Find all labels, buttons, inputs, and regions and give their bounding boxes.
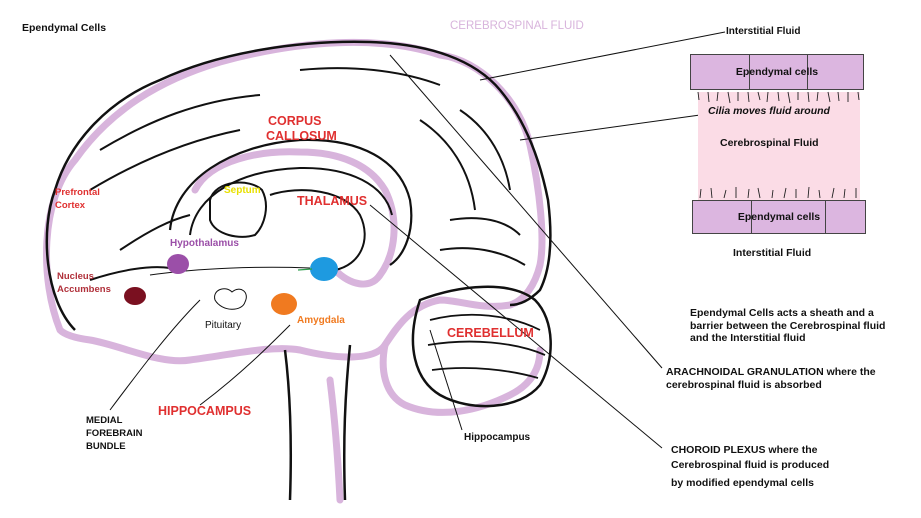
hypothalamus-label: Hypothalamus [170, 238, 239, 249]
mfb-line3: BUNDLE [86, 441, 126, 452]
amygdala-dot [271, 293, 297, 315]
ependymal-box-top: Ependymal cells [690, 54, 864, 90]
nucleus-accumbens-dot [124, 287, 146, 305]
leader-interstitial [479, 31, 726, 81]
cerebellum-outline [411, 285, 552, 408]
hypothalamus-dot [167, 254, 189, 274]
note-sheath: Ependymal Cells acts a sheath and a barr… [690, 307, 886, 345]
thalamus-blue-dot [310, 257, 338, 281]
gyri-lines [89, 67, 526, 281]
inset-csf-label: Cerebrospinal Fluid [720, 137, 819, 149]
cerebrospinal-fluid-title: CEREBROSPINAL FLUID [450, 20, 584, 32]
cerebellum-label: CEREBELLUM [447, 326, 534, 340]
brain-outline [45, 40, 552, 331]
prefrontal-line1: Prefrontal [55, 187, 100, 198]
hippocampus-red-label: HIPPOCAMPUS [158, 404, 252, 418]
amygdala-label: Amygdala [297, 315, 345, 326]
inset-interstitial-bottom: Interstitial Fluid [733, 247, 812, 259]
csf-outline-inner [191, 148, 398, 288]
csf-outline-stem [326, 376, 344, 504]
corpus-callosum-line1: CORPUS [268, 114, 322, 128]
cilia-drawing [697, 91, 860, 199]
corpus-callosum-line2: CALLOSUM [266, 129, 337, 143]
ependymal-top-label: Ependymal cells [735, 66, 819, 78]
ependymal-cells-title: Ependymal Cells [22, 22, 107, 34]
csf-outline-outer [42, 38, 546, 365]
hippocampus-pointer [199, 324, 291, 406]
mfb-lines [109, 266, 311, 411]
nucleus-line1: Nucleus [57, 271, 94, 282]
mfb-line1: MEDIAL [86, 415, 123, 426]
note-choroid-1: CHOROID PLEXUS where the [671, 444, 818, 456]
leader-hippocampus [429, 329, 463, 431]
note-choroid-2: Cerebrospinal fluid is produced [671, 459, 830, 471]
ependymal-bottom-label: Ependymal cells [737, 211, 821, 223]
inset-cilia-label: Cilia moves fluid around [708, 105, 830, 117]
corpus-callosum-outline [168, 138, 413, 266]
thalamus-outline [269, 189, 366, 271]
csf-outline-lower [379, 341, 544, 416]
thalamus-label: THALAMUS [297, 194, 368, 208]
nucleus-line2: Accumbens [57, 284, 111, 295]
note-arachnoidal: ARACHNOIDAL GRANULATION where the cerebr… [666, 366, 876, 391]
brainstem-outline [283, 344, 352, 501]
prefrontal-line2: Cortex [55, 200, 86, 211]
csf-zone [698, 92, 860, 200]
note-choroid-3: by modified ependymal cells [671, 477, 814, 489]
pituitary-outline [214, 288, 247, 310]
septum-outline [209, 181, 267, 238]
leader-arachnoidal [389, 54, 663, 369]
corpus-callosum-inner [189, 166, 393, 236]
septum-label: Septum [224, 185, 261, 196]
thalamus-pointer [297, 268, 313, 271]
hippocampus-black-label: Hippocampus [464, 432, 531, 443]
inset-interstitial-top: Interstitial Fluid [726, 26, 801, 37]
leader-csf [519, 114, 701, 141]
cerebellum-folds [427, 313, 546, 379]
mfb-line2: FOREBRAIN [86, 428, 143, 439]
ependymal-box-bottom: Ependymal cells [692, 200, 866, 234]
pituitary-label: Pituitary [205, 320, 242, 331]
leader-choroid [369, 204, 663, 449]
